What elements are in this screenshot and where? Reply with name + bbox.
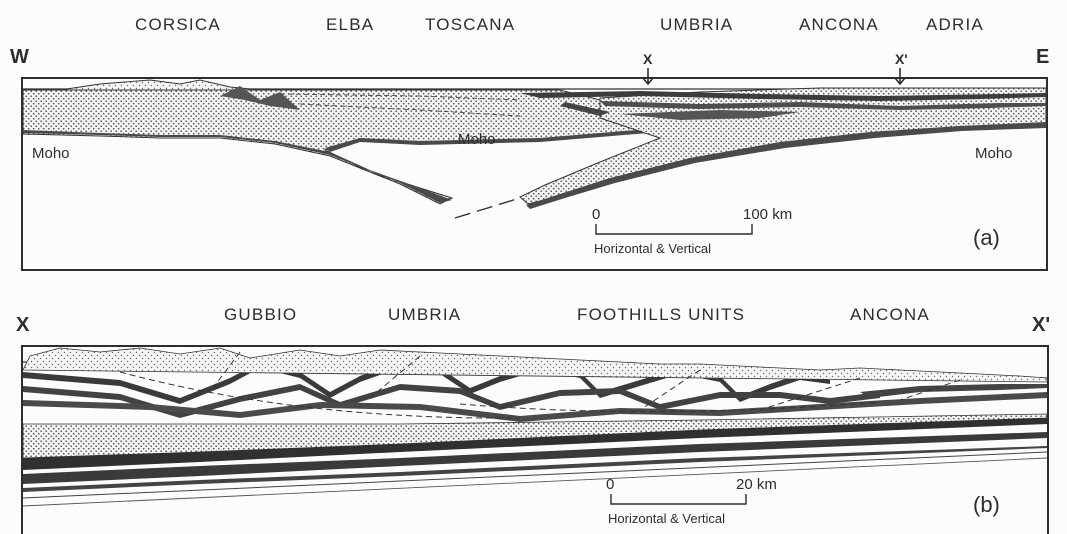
scale-bar-b: 0 20 km Horizontal & Vertical	[606, 476, 777, 526]
left-section-label: X	[16, 314, 30, 336]
arrow-down-icon	[643, 68, 653, 84]
region-label-toscana: TOSCANA	[425, 15, 515, 34]
region-label-ancona-b: ANCONA	[850, 305, 930, 324]
scale-a-caption: Horizontal & Vertical	[594, 241, 711, 256]
moho-label-center: Moho	[458, 131, 496, 148]
panel-b: X X' GUBBIO UMBRIA FOOTHILLS UNITS ANCON…	[16, 305, 1050, 534]
surface-relief	[23, 348, 1047, 382]
moho-label-west: Moho	[32, 145, 70, 162]
scale-b-end: 20 km	[736, 476, 777, 493]
moho-label-east: Moho	[975, 145, 1013, 162]
east-label: E	[1036, 46, 1049, 68]
section-mark-x-prime: X'	[895, 51, 908, 67]
region-label-umbria-b: UMBRIA	[388, 305, 461, 324]
scale-b-caption: Horizontal & Vertical	[608, 511, 725, 526]
scale-b-start: 0	[606, 476, 614, 493]
region-label-ancona: ANCONA	[799, 15, 879, 34]
scale-a-end: 100 km	[743, 206, 792, 223]
region-label-corsica: CORSICA	[135, 15, 221, 34]
region-label-umbria: UMBRIA	[660, 15, 733, 34]
scale-bar-a: 0 100 km Horizontal & Vertical	[592, 206, 792, 256]
region-label-adria: ADRIA	[926, 15, 984, 34]
arrow-down-icon	[895, 68, 905, 84]
region-label-elba: ELBA	[326, 15, 374, 34]
section-mark-x: X	[643, 51, 653, 67]
right-section-label: X'	[1032, 314, 1050, 336]
region-label-foothills: FOOTHILLS UNITS	[577, 305, 745, 324]
panel-a-tag: (a)	[973, 225, 1000, 250]
region-label-gubbio: GUBBIO	[224, 305, 297, 324]
panel-b-tag: (b)	[973, 492, 1000, 517]
panel-a: W E CORSICA ELBA TOSCANA UMBRIA ANCONA A…	[10, 15, 1049, 270]
west-label: W	[10, 46, 29, 68]
corsica-relief	[60, 80, 260, 90]
scale-a-start: 0	[592, 206, 600, 223]
inferred-slab-line	[455, 198, 520, 218]
